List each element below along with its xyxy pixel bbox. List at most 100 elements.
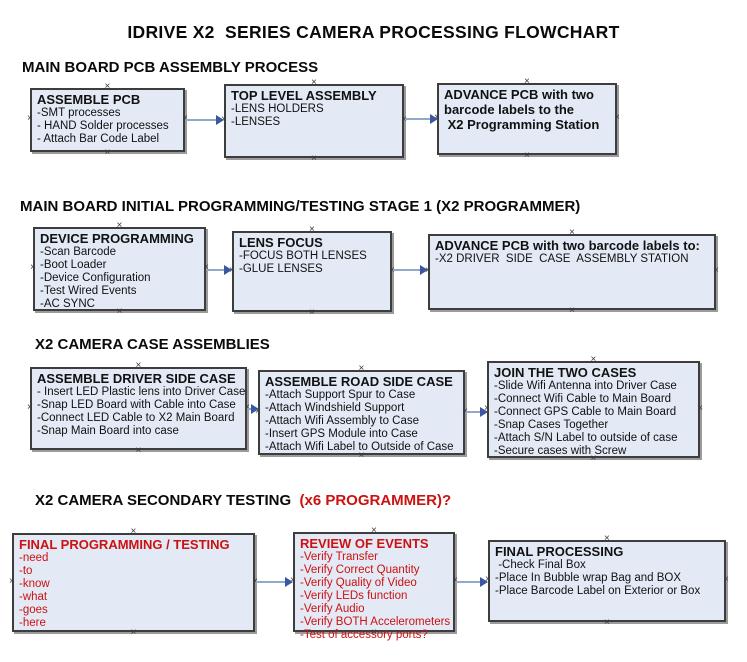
connector-arrow <box>405 114 438 124</box>
box-item: -GLUE LENSES <box>239 263 323 275</box>
box-item: -AC SYNC <box>40 298 95 310</box>
box-item: -Attach Wifi Assembly to Case <box>265 415 420 427</box>
box-join-the-two-cases: JOIN THE TWO CASES -Slide Wifi Antenna i… <box>487 361 700 458</box>
box-title: FINAL PROGRAMMING / TESTING <box>19 537 230 552</box>
box-item: -SMT processes <box>37 107 121 119</box>
section-heading-pcb-assembly: MAIN BOARD PCB ASSEMBLY PROCESS <box>22 59 318 76</box>
box-item: -X2 DRIVER SIDE CASE ASSEMBLY STATION <box>435 253 689 265</box>
anchor-handle <box>401 115 407 125</box>
box-item-list: -FOCUS BOTH LENSES-GLUE LENSES <box>239 250 386 276</box>
box-item: -Test of accessory ports? <box>300 629 428 641</box>
anchor-handle <box>569 306 575 316</box>
box-item: -LENSES <box>231 116 281 128</box>
anchor-handle <box>27 403 33 413</box>
anchor-handle <box>604 618 610 628</box>
connector-arrow <box>256 577 293 587</box>
section-heading-red-text: (x6 PROGRAMMER)? <box>299 492 452 509</box>
box-item: -here <box>19 617 46 629</box>
box-item: -Place Barcode Label on Exterior or Box <box>495 585 701 597</box>
box-item: -Verify Transfer <box>300 551 378 563</box>
box-assemble-road-side-case: ASSEMBLE ROAD SIDE CASE -Attach Support … <box>258 370 465 455</box>
box-item: -Verify LEDs function <box>300 590 408 602</box>
box-item: -Connect GPS Cable to Main Board <box>494 406 677 418</box>
anchor-handle <box>309 225 315 235</box>
box-item-list: -Verify Transfer-Verify Correct Quantity… <box>300 551 450 642</box>
connector-arrow <box>207 265 232 275</box>
anchor-handle <box>105 82 111 92</box>
anchor-handle <box>569 228 575 238</box>
anchor-handle <box>591 454 597 464</box>
anchor-handle <box>371 628 377 638</box>
anchor-handle <box>713 266 719 276</box>
box-item: -Boot Loader <box>40 259 107 271</box>
anchor-handle <box>359 364 365 374</box>
anchor-handle <box>524 151 530 161</box>
box-item: -what <box>19 591 48 603</box>
box-final-processing: FINAL PROCESSING -Check Final Box-Place … <box>488 540 726 622</box>
box-item: -Slide Wifi Antenna into Driver Case <box>494 380 677 392</box>
box-item-list: -need-to-know-what-goes-here <box>19 552 249 630</box>
anchor-handle <box>604 534 610 544</box>
box-advance-pcb-programming-station: ADVANCE PCB with two barcode labels to t… <box>437 83 617 155</box>
box-assemble-pcb: ASSEMBLE PCB -SMT processes- HAND Solder… <box>30 88 185 152</box>
anchor-handle <box>309 308 315 318</box>
box-item: -Check Final Box <box>495 559 586 571</box>
box-item-list: -SMT processes- HAND Solder processes- A… <box>37 107 179 146</box>
box-review-of-events: REVIEW OF EVENTS -Verify Transfer-Verify… <box>293 532 455 641</box>
box-device-programming: DEVICE PROGRAMMING -Scan Barcode-Boot Lo… <box>33 227 206 311</box>
section-heading-text: X2 CAMERA SECONDARY TESTING <box>35 492 300 509</box>
box-item: -Scan Barcode <box>40 246 117 258</box>
box-item: -Verify Audio <box>300 603 365 615</box>
section-heading-text: MAIN BOARD INITIAL PROGRAMMING/TESTING S… <box>20 198 581 215</box>
box-item: -Secure cases with Screw <box>494 445 627 457</box>
box-assemble-driver-side-case: ASSEMBLE DRIVER SIDE CASE - Insert LED P… <box>30 367 247 450</box>
anchor-handle <box>723 575 729 585</box>
box-item-list: -Scan Barcode-Boot Loader-Device Configu… <box>40 246 200 311</box>
anchor-handle <box>117 221 123 231</box>
section-heading-text: MAIN BOARD PCB ASSEMBLY PROCESS <box>22 59 319 76</box>
box-item: -Device Configuration <box>40 272 151 284</box>
section-heading-secondary-testing: X2 CAMERA SECONDARY TESTING (x6 PROGRAMM… <box>35 492 451 509</box>
box-item: - Insert LED Plastic lens into Driver Ca… <box>37 386 246 398</box>
anchor-handle <box>136 361 142 371</box>
box-item: -Connect Wifi Cable to Main Board <box>494 393 672 405</box>
box-top-level-assembly: TOP LEVEL ASSEMBLY -LENS HOLDERS-LENSES <box>224 84 404 158</box>
section-heading-initial-programming: MAIN BOARD INITIAL PROGRAMMING/TESTING S… <box>20 198 580 215</box>
anchor-handle <box>203 263 209 273</box>
connector-arrow <box>248 404 259 414</box>
box-title: TOP LEVEL ASSEMBLY <box>231 88 377 103</box>
box-item: -Attach Support Spur to Case <box>265 389 416 401</box>
anchor-handle <box>524 77 530 87</box>
anchor-handle <box>359 451 365 461</box>
page-title: IDRIVE X2 SERIES CAMERA PROCESSING FLOWC… <box>127 22 620 42</box>
box-item-list: -Check Final Box-Place In Bubble wrap Ba… <box>495 559 720 598</box>
box-item: -FOCUS BOTH LENSES <box>239 250 367 262</box>
anchor-handle <box>136 446 142 456</box>
anchor-handle <box>131 527 137 537</box>
box-item: -Place In Bubble wrap Bag and BOX <box>495 572 682 584</box>
box-final-programming-testing: FINAL PROGRAMMING / TESTING -need-to-kno… <box>12 533 255 632</box>
box-item-list: -Slide Wifi Antenna into Driver Case-Con… <box>494 380 694 458</box>
box-item: -Snap LED Board with Cable into Case <box>37 399 236 411</box>
box-item: -Verify Correct Quantity <box>300 564 420 576</box>
box-title: FINAL PROCESSING <box>495 544 624 559</box>
box-title: REVIEW OF EVENTS <box>300 536 429 551</box>
box-item: -Attach Wifi Label to Outside of Case <box>265 441 454 453</box>
anchor-handle <box>117 307 123 317</box>
box-item-list: -LENS HOLDERS-LENSES <box>231 103 398 129</box>
anchor-handle <box>614 113 620 123</box>
box-item: - HAND Solder processes <box>37 120 169 132</box>
anchor-handle <box>697 404 703 414</box>
anchor-handle <box>311 154 317 164</box>
box-item-list: -Attach Support Spur to Case-Attach Wind… <box>265 389 459 454</box>
box-item: -Connect LED Cable to X2 Main Board <box>37 412 235 424</box>
box-item: -Attach Windshield Support <box>265 402 405 414</box>
anchor-handle <box>27 114 33 124</box>
box-title: ASSEMBLE DRIVER SIDE CASE <box>37 371 236 386</box>
anchor-handle <box>591 355 597 365</box>
anchor-handle <box>371 526 377 536</box>
anchor-handle <box>131 628 137 638</box>
box-title: DEVICE PROGRAMMING <box>40 231 194 246</box>
box-advance-pcb-driver-side-station: ADVANCE PCB with two barcode labels to: … <box>428 234 716 310</box>
